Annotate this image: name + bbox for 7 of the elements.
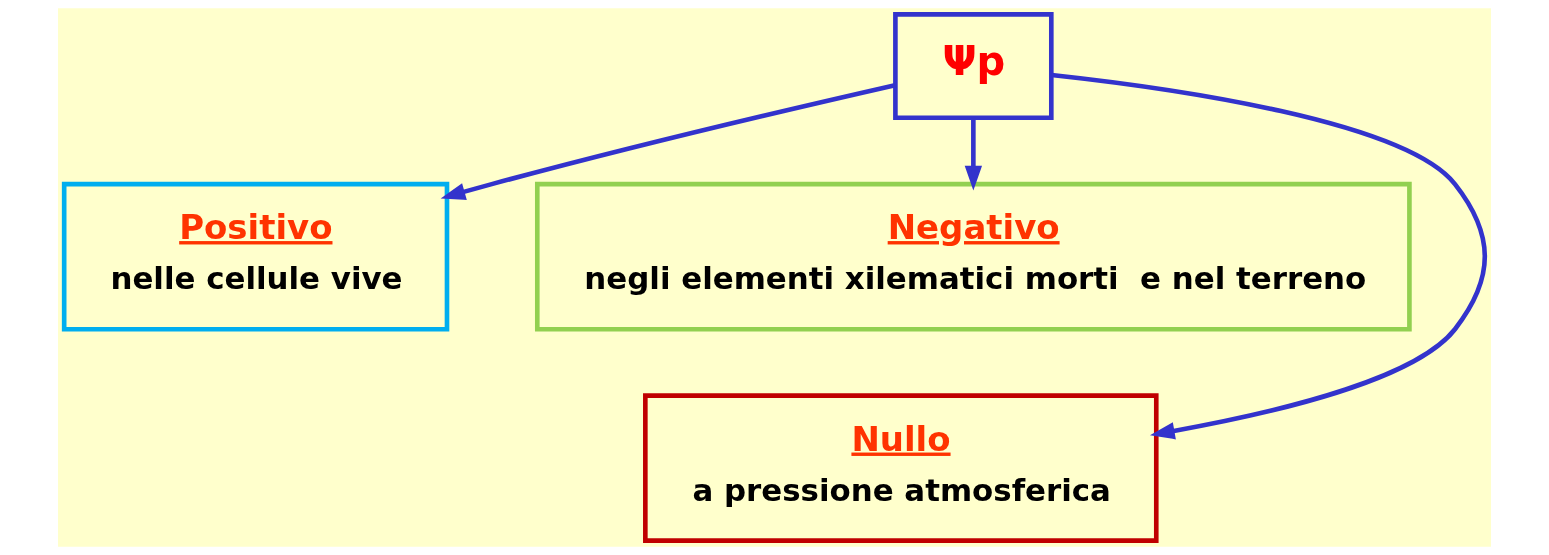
node-box: Nullo a pressione atmosferica [643,393,1159,543]
arrow [964,117,983,191]
arrow [440,82,896,200]
arrow [1051,72,1488,440]
node-box: Ψp [893,12,1054,121]
node-box: Negativo negli elementi xilematici morti e nel terreno [534,181,1412,332]
node-box: Positivo nelle cellule vive [61,181,450,332]
